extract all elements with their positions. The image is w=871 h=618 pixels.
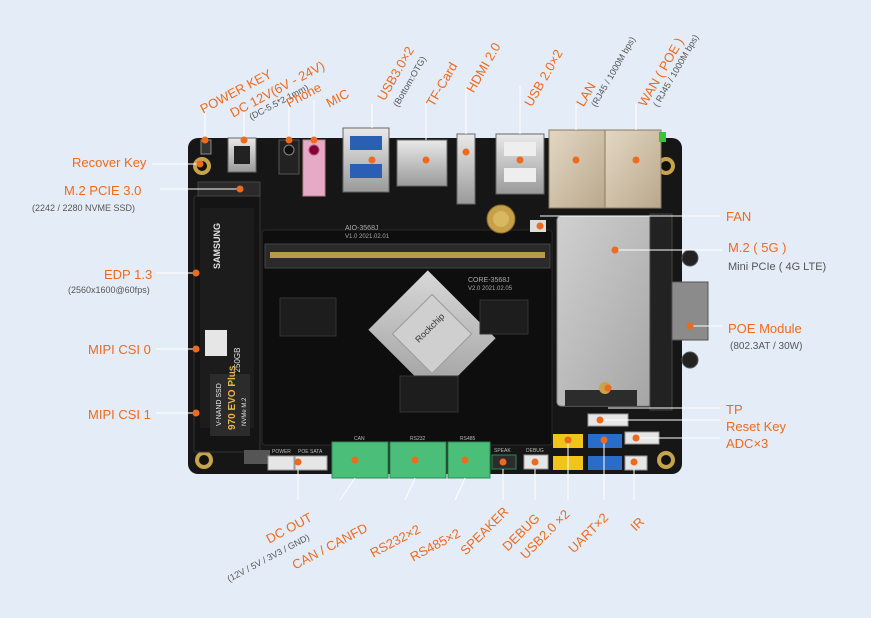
svg-text:RS485: RS485 [460, 436, 476, 442]
ssd-capacity: 250GB [233, 348, 242, 373]
can-terminal [331, 441, 389, 479]
label-m2-pcie-sub: (2242 / 2280 NVME SSD) [32, 203, 136, 213]
label-edp: EDP 1.3 [104, 267, 153, 282]
svg-text:POWER: POWER [272, 449, 291, 455]
svg-text:POE: POE [298, 449, 309, 455]
board-version: V1.0 2021.02.01 [345, 234, 390, 240]
ssd-nvme: NVMe M.2 [242, 397, 248, 426]
leader-lines [152, 86, 722, 501]
ssd-sub: V-NAND SSD [216, 383, 223, 426]
label-m2-5g: M.2 ( 5G ) [728, 240, 787, 255]
label-tp: TP [726, 402, 743, 417]
board-name: AIO-3568J [345, 225, 378, 232]
label-reset-key: Reset Key [726, 419, 786, 434]
svg-text:RS232: RS232 [410, 436, 426, 442]
svg-text:SATA: SATA [310, 449, 323, 455]
rs485-terminal [447, 441, 491, 479]
svg-text:CAN: CAN [354, 436, 365, 442]
poe-module [671, 281, 709, 341]
svg-text:DEBUG: DEBUG [526, 448, 544, 454]
leader-dots [192, 136, 694, 466]
label-mipi0: MIPI CSI 0 [88, 342, 151, 357]
label-poe-module: POE Module [728, 321, 802, 336]
label-m2-pcie: M.2 PCIE 3.0 [64, 183, 142, 198]
tf-slot [396, 139, 448, 187]
svg-text:SPEAK: SPEAK [494, 448, 511, 454]
label-edp-sub: (2560x1600@60fps) [68, 285, 150, 295]
label-adc: ADC×3 [726, 436, 769, 451]
power-header [267, 455, 295, 471]
lan-port [548, 129, 606, 209]
label-poe-module-sub: (802.3AT / 30W) [730, 341, 803, 352]
m2-5g-module [556, 215, 654, 407]
label-recover-key: Recover Key [72, 155, 147, 170]
ssd-model: 970 EVO Plus [227, 365, 238, 430]
label-mini-pcie: Mini PCIe ( 4G LTE) [728, 261, 827, 273]
uart-header-b [588, 456, 622, 470]
ssd-brand: SAMSUNG [212, 223, 222, 269]
hdmi-port [456, 133, 476, 205]
wan-port [604, 129, 662, 209]
label-fan: FAN [726, 209, 752, 224]
label-mipi1: MIPI CSI 1 [88, 407, 151, 422]
core-version: V2.0 2021.02.05 [468, 286, 513, 292]
core-name: CORE-3568J [468, 277, 510, 284]
